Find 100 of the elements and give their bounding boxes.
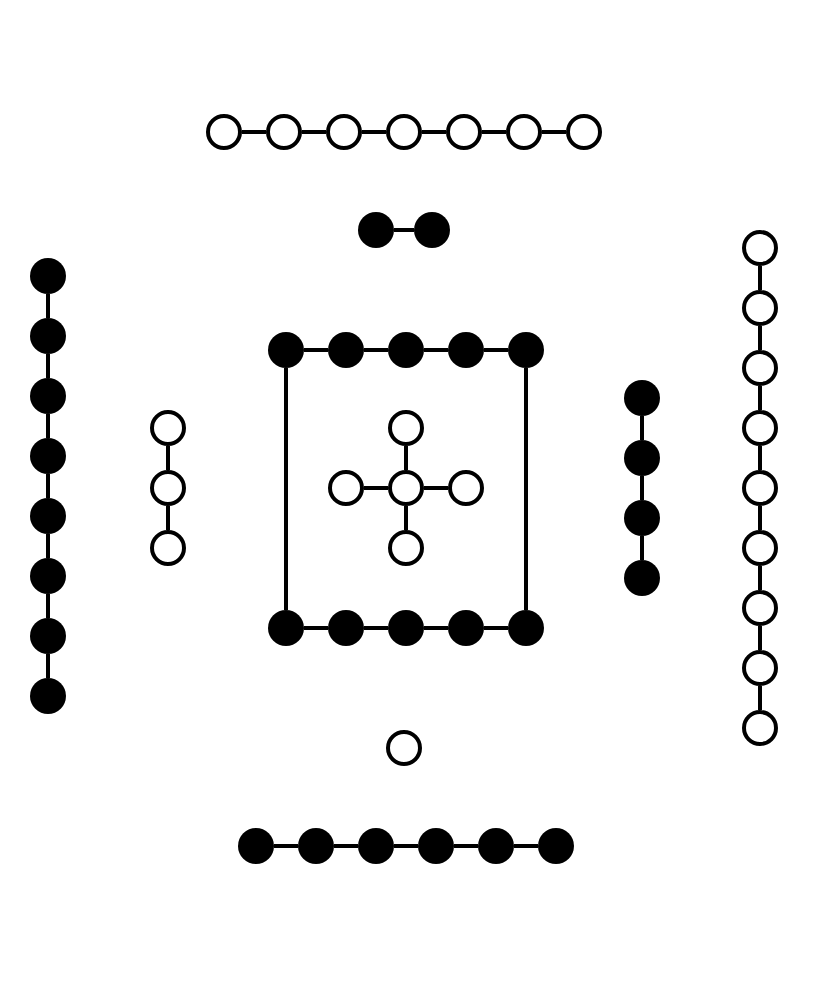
filled-dot <box>328 610 364 646</box>
connector-line <box>304 348 328 352</box>
connector-line <box>364 486 388 490</box>
connector-line <box>640 416 644 440</box>
connector-line <box>166 506 170 530</box>
connector-line <box>758 626 762 650</box>
filled-dot <box>30 258 66 294</box>
hollow-dot <box>742 290 778 326</box>
filled-dot <box>538 828 574 864</box>
connector-line <box>364 626 388 630</box>
filled-dot <box>508 610 544 646</box>
connector-line <box>640 476 644 500</box>
connector-line <box>364 348 388 352</box>
hollow-dot <box>150 470 186 506</box>
filled-dot <box>30 618 66 654</box>
connector-line <box>640 536 644 560</box>
connector-line <box>422 130 446 134</box>
hollow-dot <box>566 114 602 150</box>
connector-line <box>166 446 170 470</box>
filled-dot <box>624 440 660 476</box>
filled-dot <box>298 828 334 864</box>
connector-line <box>394 228 414 232</box>
connector-line <box>284 368 288 610</box>
connector-line <box>758 506 762 530</box>
connector-line <box>46 474 50 498</box>
connector-line <box>482 130 506 134</box>
hollow-dot <box>388 530 424 566</box>
hollow-dot <box>446 114 482 150</box>
connector-line <box>46 654 50 678</box>
connector-line <box>758 686 762 710</box>
hollow-dot <box>742 530 778 566</box>
hollow-dot <box>742 410 778 446</box>
hollow-dot <box>742 650 778 686</box>
filled-dot <box>624 560 660 596</box>
hollow-dot <box>448 470 484 506</box>
hollow-dot <box>326 114 362 150</box>
filled-dot <box>30 438 66 474</box>
hollow-dot <box>742 590 778 626</box>
hollow-dot <box>742 350 778 386</box>
connector-line <box>404 446 408 470</box>
connector-line <box>404 506 408 530</box>
connector-line <box>46 354 50 378</box>
filled-dot <box>30 498 66 534</box>
hollow-dot <box>742 470 778 506</box>
connector-line <box>334 844 358 848</box>
connector-line <box>758 386 762 410</box>
filled-dot <box>30 558 66 594</box>
connector-line <box>46 294 50 318</box>
filled-dot <box>448 610 484 646</box>
hollow-dot <box>386 730 422 766</box>
filled-dot <box>358 212 394 248</box>
connector-line <box>758 326 762 350</box>
filled-dot <box>30 318 66 354</box>
connector-line <box>304 626 328 630</box>
filled-dot <box>418 828 454 864</box>
filled-dot <box>358 828 394 864</box>
connector-line <box>46 534 50 558</box>
connector-line <box>514 844 538 848</box>
connector-line <box>394 844 418 848</box>
filled-dot <box>30 378 66 414</box>
connector-line <box>46 594 50 618</box>
connector-line <box>242 130 266 134</box>
filled-dot <box>624 500 660 536</box>
hollow-dot <box>742 230 778 266</box>
filled-dot <box>448 332 484 368</box>
filled-dot <box>30 678 66 714</box>
hollow-dot <box>386 114 422 150</box>
connector-line <box>484 626 508 630</box>
hollow-dot <box>742 710 778 746</box>
connector-line <box>758 446 762 470</box>
filled-dot <box>388 332 424 368</box>
filled-dot <box>508 332 544 368</box>
filled-dot <box>388 610 424 646</box>
connector-line <box>758 566 762 590</box>
hollow-dot <box>506 114 542 150</box>
filled-dot <box>478 828 514 864</box>
connector-line <box>542 130 566 134</box>
connector-line <box>362 130 386 134</box>
hollow-dot <box>266 114 302 150</box>
filled-dot <box>624 380 660 416</box>
filled-dot <box>328 332 364 368</box>
hollow-dot <box>150 530 186 566</box>
hollow-dot <box>388 410 424 446</box>
connector-line <box>524 368 528 610</box>
connector-line <box>424 486 448 490</box>
hollow-dot <box>150 410 186 446</box>
filled-dot <box>268 332 304 368</box>
connector-line <box>484 348 508 352</box>
connector-line <box>302 130 326 134</box>
hollow-dot <box>328 470 364 506</box>
hollow-dot <box>388 470 424 506</box>
connector-line <box>424 348 448 352</box>
connector-line <box>758 266 762 290</box>
connector-line <box>46 414 50 438</box>
filled-dot <box>414 212 450 248</box>
connector-line <box>274 844 298 848</box>
hollow-dot <box>206 114 242 150</box>
connector-line <box>454 844 478 848</box>
connector-line <box>424 626 448 630</box>
filled-dot <box>238 828 274 864</box>
